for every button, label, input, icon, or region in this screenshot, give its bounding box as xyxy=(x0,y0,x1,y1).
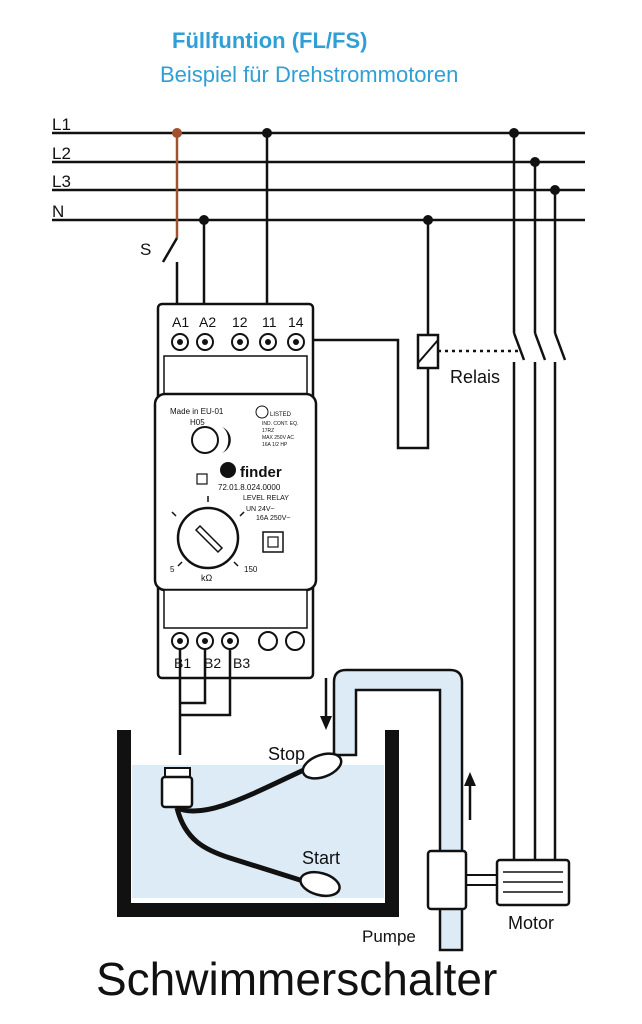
label-l2: L2 xyxy=(52,144,71,163)
listed-text: LISTED xyxy=(270,412,292,418)
motor xyxy=(495,858,571,907)
flow-arrow-up-icon xyxy=(464,772,476,820)
listed-sub3: MAX 250V AC xyxy=(262,435,294,441)
terminal-b1 xyxy=(171,632,189,650)
float-switch xyxy=(160,752,343,898)
pump-label: Pumpe xyxy=(362,927,416,946)
model-text: 72.01.8.024.0000 xyxy=(218,483,281,492)
stop-label: Stop xyxy=(268,744,305,764)
terminal-12-label: 12 xyxy=(232,314,248,330)
terminal-a1 xyxy=(171,333,189,351)
float-stop xyxy=(301,752,343,780)
logo-circle-icon xyxy=(191,426,219,454)
led-indicator xyxy=(196,473,208,485)
listed-sub1: IND. CONT. EQ. xyxy=(262,421,298,427)
terminals-top xyxy=(171,333,305,351)
terminal-b1-label: B1 xyxy=(174,655,191,671)
terminal-empty-2 xyxy=(285,631,305,651)
terminal-14-label: 14 xyxy=(288,314,304,330)
terminal-11 xyxy=(259,333,277,351)
logo-crescent-icon xyxy=(222,427,231,453)
rating2-text: 16A 250V~ xyxy=(256,515,290,522)
brand-text: finder xyxy=(240,464,282,481)
switch-label: S xyxy=(140,240,151,259)
terminal-a2 xyxy=(196,333,214,351)
water-tank xyxy=(117,730,399,917)
dial-max-label: 150 xyxy=(244,565,258,574)
terminal-empty-1 xyxy=(258,631,278,651)
label-l1: L1 xyxy=(52,115,71,134)
diagram-subtitle: Beispiel für Drehstrommotoren xyxy=(160,62,459,87)
start-label: Start xyxy=(302,848,340,868)
code-text: H05 xyxy=(190,418,205,427)
flow-arrow-down-icon xyxy=(320,678,332,730)
terminal-b2-label: B2 xyxy=(204,655,221,671)
listed-sub2: 17RZ xyxy=(262,428,274,434)
label-n: N xyxy=(52,202,64,221)
relay-label: Relais xyxy=(450,367,500,387)
terminal-b3 xyxy=(221,632,239,650)
listed-sub4: 16A 1/2 HP xyxy=(262,442,288,448)
diagram-title: Füllfuntion (FL/FS) xyxy=(172,28,368,53)
terminal-11-label: 11 xyxy=(262,314,277,330)
rating1-text: UN 24V~ xyxy=(246,506,275,513)
finder-logo-icon xyxy=(220,462,236,478)
float-start xyxy=(299,870,341,898)
terminals-bottom xyxy=(171,631,305,651)
made-in-text: Made in EU-01 xyxy=(170,407,224,416)
terminal-14 xyxy=(287,333,305,351)
motor-supply xyxy=(512,133,567,860)
terminal-a1-label: A1 xyxy=(172,314,189,330)
type-text: LEVEL RELAY xyxy=(243,495,289,502)
dial-unit-label: kΩ xyxy=(201,573,213,583)
ul-listed-icon xyxy=(255,405,269,419)
power-lines xyxy=(52,131,585,222)
terminal-12 xyxy=(231,333,249,351)
dial-min-label: 5 xyxy=(170,565,175,574)
pump-pipe xyxy=(332,668,464,952)
caption: Schwimmerschalter xyxy=(96,953,498,1005)
label-l3: L3 xyxy=(52,172,71,191)
motor-label: Motor xyxy=(508,913,554,933)
sensitivity-dial[interactable] xyxy=(171,496,245,570)
terminal-a2-label: A2 xyxy=(199,314,216,330)
switch-s xyxy=(161,128,182,322)
pump xyxy=(426,849,500,911)
probe-wires xyxy=(178,650,232,755)
wire-14-relay xyxy=(298,338,430,450)
terminal-b2 xyxy=(196,632,214,650)
terminal-b3-label: B3 xyxy=(233,655,250,671)
